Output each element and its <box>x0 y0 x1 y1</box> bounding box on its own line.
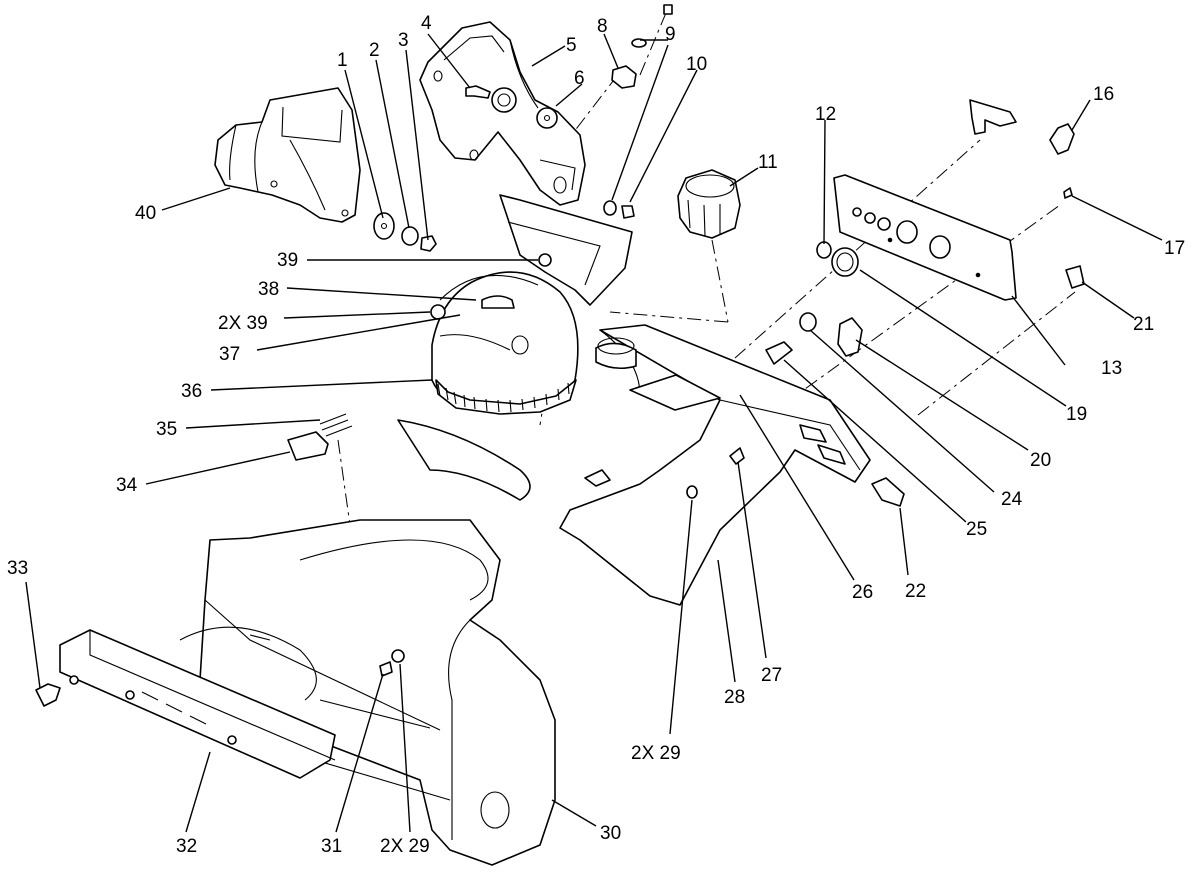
callout-30: 30 <box>600 823 621 844</box>
callout-3: 3 <box>398 30 409 51</box>
callout-40: 40 <box>135 203 156 224</box>
speed-knob-part <box>677 169 741 239</box>
chute-bracket-part <box>419 21 586 206</box>
callout-13: 13 <box>1101 358 1122 379</box>
callout-19: 19 <box>1066 404 1087 425</box>
callout-10: 10 <box>686 54 707 75</box>
callout-1: 1 <box>337 50 348 71</box>
callout-5: 5 <box>566 35 577 56</box>
chute-base-part <box>430 194 633 415</box>
spring-lock-part <box>287 413 353 461</box>
callout-labels: 1 2 3 4 5 6 8 9 10 11 12 13 16 17 19 20 … <box>7 13 1185 857</box>
callout-35: 35 <box>156 419 177 440</box>
callout-38: 38 <box>258 279 279 300</box>
callout-26: 26 <box>852 582 873 603</box>
handle-housing-part <box>559 324 871 606</box>
housing-hardware-part <box>584 447 905 507</box>
bracket-hardware-part <box>465 4 673 219</box>
lower-hardware-part <box>379 649 405 677</box>
callout-31: 31 <box>321 836 342 857</box>
callout-37: 37 <box>219 344 240 365</box>
callout-25: 25 <box>966 519 987 540</box>
leader-lines <box>25 33 1163 833</box>
control-panel-part <box>833 174 1017 301</box>
washer-set-part <box>373 212 437 252</box>
callout-39-2x: 2X 39 <box>218 313 268 334</box>
chute-deflector-part <box>214 87 361 223</box>
callout-36: 36 <box>181 381 202 402</box>
callout-33: 33 <box>7 558 28 579</box>
ignition-parts <box>969 99 1085 289</box>
callout-2: 2 <box>369 40 380 61</box>
callout-32: 32 <box>176 836 197 857</box>
callout-12: 12 <box>815 104 836 125</box>
callout-27: 27 <box>761 665 782 686</box>
callout-22: 22 <box>905 581 926 602</box>
callout-28: 28 <box>724 687 745 708</box>
callout-29-lower: 2X 29 <box>380 836 430 857</box>
callout-21: 21 <box>1133 314 1154 335</box>
callout-20: 20 <box>1030 450 1051 471</box>
callout-24: 24 <box>1001 489 1023 510</box>
switch-components-part <box>765 241 863 365</box>
callout-4: 4 <box>421 13 432 34</box>
callout-16: 16 <box>1093 84 1114 105</box>
scraper-bar-part <box>35 629 336 779</box>
callout-11: 11 <box>758 152 778 173</box>
callout-6: 6 <box>574 68 585 89</box>
callout-17: 17 <box>1164 238 1185 259</box>
callout-29-right: 2X 29 <box>631 743 681 764</box>
auger-housing-part <box>179 419 556 866</box>
callout-8: 8 <box>597 16 608 37</box>
callout-34: 34 <box>116 475 138 496</box>
callout-39: 39 <box>277 250 298 271</box>
callout-9: 9 <box>665 24 676 45</box>
